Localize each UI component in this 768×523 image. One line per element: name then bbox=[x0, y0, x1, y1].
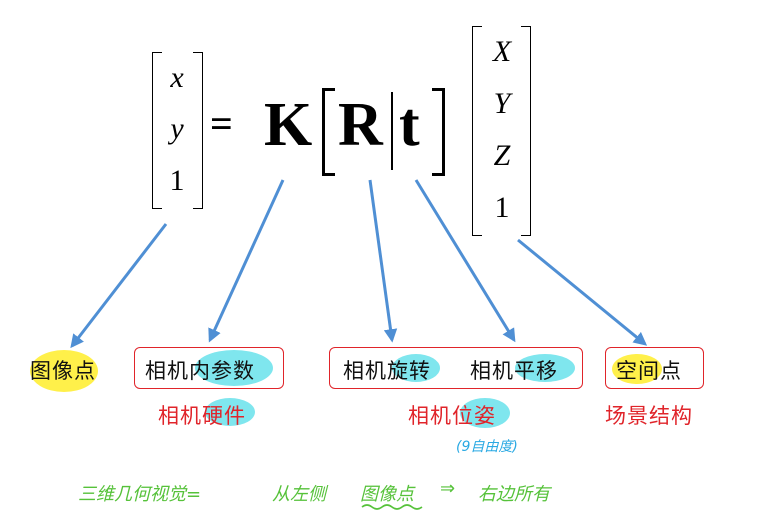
extrinsic-right-bracket bbox=[432, 88, 445, 176]
world-X: X bbox=[492, 35, 512, 68]
image-vector-right-bracket bbox=[193, 52, 203, 209]
world-vector: X Y Z 1 bbox=[482, 26, 522, 234]
scene-note: 场景结构 bbox=[605, 404, 693, 428]
space-point-highlight bbox=[612, 354, 662, 384]
intrinsics-note-highlight bbox=[205, 398, 255, 426]
image-vector: x y 1 bbox=[160, 52, 194, 207]
space-point-label: 空间点 bbox=[616, 359, 682, 383]
world-Y: Y bbox=[493, 87, 511, 120]
pose-note: 相机位姿 bbox=[408, 404, 496, 428]
image-y: y bbox=[170, 112, 184, 146]
arrow-to-translation bbox=[414, 179, 516, 343]
rotation-label: 相机旋转 bbox=[343, 359, 431, 383]
handwriting-from-left: 从左侧 bbox=[272, 484, 326, 505]
arrow-to-space-point bbox=[517, 238, 648, 346]
rotation-highlight bbox=[392, 354, 440, 382]
arrow-to-intrinsics bbox=[208, 179, 285, 343]
pose-box bbox=[329, 347, 583, 389]
image-x: x bbox=[170, 60, 184, 94]
image-1: 1 bbox=[169, 164, 185, 198]
extrinsic-divider bbox=[391, 92, 393, 170]
handwriting-left: 三维几何视觉= bbox=[78, 484, 202, 505]
extrinsic-left-bracket bbox=[322, 88, 335, 176]
handwriting-image-point: 图像点 bbox=[360, 484, 414, 505]
rotation-matrix-R: R bbox=[338, 91, 383, 159]
intrinsics-label: 相机内参数 bbox=[145, 359, 255, 383]
image-point-label: 图像点 bbox=[30, 359, 96, 383]
image-vector-left-bracket bbox=[152, 52, 162, 209]
arrow-to-image-point bbox=[70, 223, 168, 349]
intrinsics-highlight bbox=[195, 350, 273, 386]
translation-highlight bbox=[515, 354, 575, 382]
image-point-highlight bbox=[30, 350, 98, 392]
handwriting-underline bbox=[361, 504, 423, 510]
translation-label: 相机平移 bbox=[470, 359, 558, 383]
world-Z: Z bbox=[493, 139, 511, 172]
translation-vector-t: t bbox=[399, 91, 420, 159]
handwriting-arrow: ⇒ bbox=[440, 478, 456, 499]
space-point-box bbox=[605, 347, 704, 389]
world-vector-right-bracket bbox=[521, 26, 531, 236]
dof-note: (9自由度) bbox=[456, 439, 518, 455]
world-vector-left-bracket bbox=[472, 26, 482, 236]
arrow-to-rotation bbox=[368, 179, 398, 343]
intrinsic-matrix-K: K bbox=[264, 91, 313, 159]
handwriting-right-all: 右边所有 bbox=[478, 484, 550, 505]
equals-sign: = bbox=[210, 101, 233, 146]
pose-note-highlight bbox=[460, 398, 510, 428]
intrinsics-box bbox=[134, 347, 284, 389]
world-1: 1 bbox=[494, 191, 510, 224]
intrinsics-note: 相机硬件 bbox=[158, 404, 246, 428]
